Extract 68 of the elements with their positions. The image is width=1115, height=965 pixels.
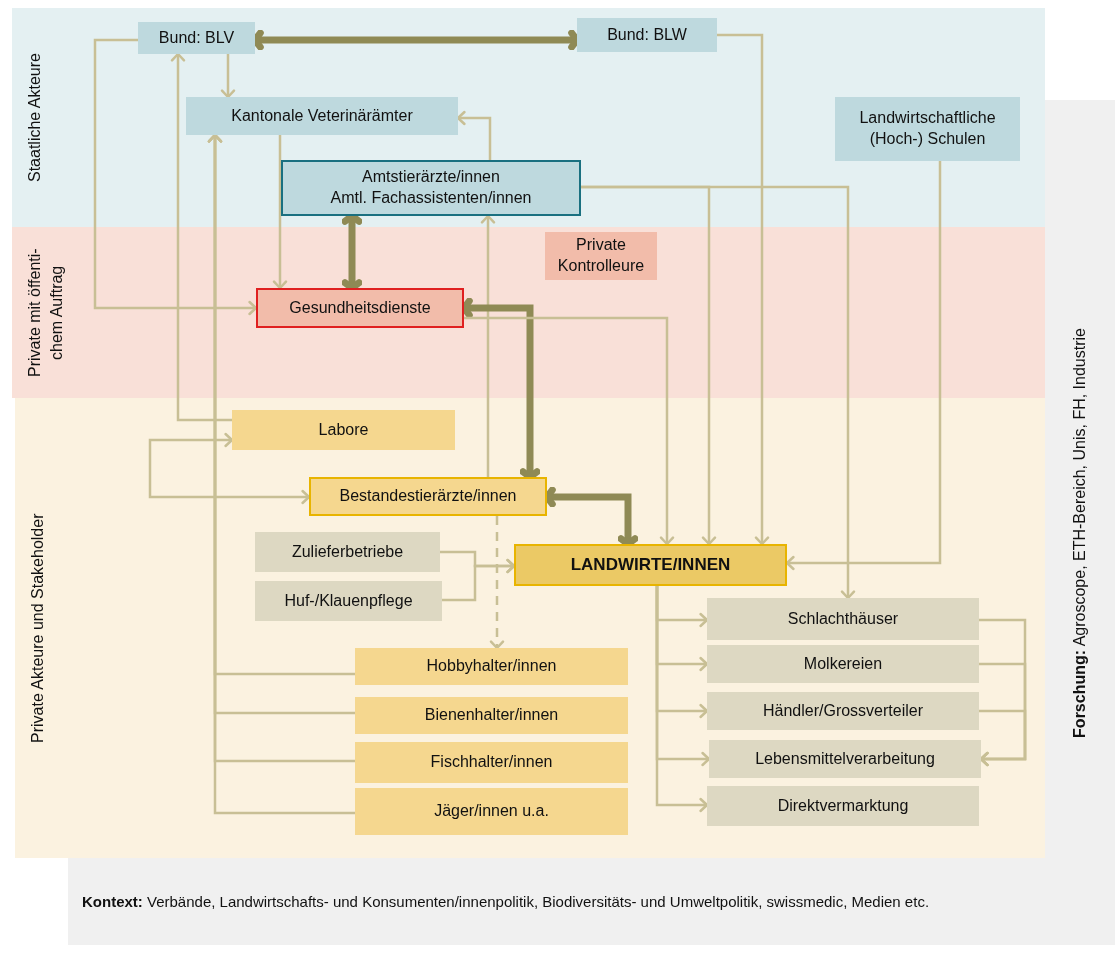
arrow [148,432,311,505]
lane-title: Staatliche Akteure [25,52,44,184]
actor-box [355,648,628,685]
actor-label: Gesundheitsdienste [289,297,431,318]
context-text: Kontext: Verbände, Landwirtschafts- und Konsumenten/innenpolitik, Biodiversitäts- und Umweltpolitik, swissmedic, Medien etc. [82,891,930,912]
actor-box [709,740,981,778]
context-panel [68,858,1115,945]
actor-label: Landwirtschaftliche (Hoch-) Schulen [858,108,997,149]
actor-label: Bund: BLW [607,24,687,45]
lane-title: Private Akteure und Stakeholder [28,512,47,745]
arrow [272,135,288,290]
swimlane [12,227,1045,398]
actor-box [835,97,1020,161]
actor-label: Lebensmittelverarbeitung [755,748,935,769]
actor-box [138,22,255,54]
actor-label: Amtstierärzte/innen [362,167,500,188]
arrow [979,709,1027,767]
actor-label: Fischhalter/innen [430,752,553,773]
actor-box [255,532,440,572]
arrow [785,161,942,571]
actor-label: Zulieferbetriebe [291,541,404,562]
actor-box [707,598,979,640]
actor-label: Labore [318,419,369,440]
actor-box [355,697,628,734]
actor-box [707,786,979,826]
arrow [717,33,770,546]
actor-label: Private Kontrolleure [556,235,646,276]
actor-label: Huf-/Klauenpflege [284,590,413,611]
arrow [220,54,236,99]
actor-label: Kantonale Veterinärämter [231,105,413,126]
actor-box [355,788,628,835]
arrow [93,38,258,316]
arrow [655,586,709,813]
actor-box [355,742,628,783]
actor-box [255,581,442,621]
actor-label: Schlachthäuser [787,608,899,629]
actor-label: Molkereien [803,653,883,674]
actor-label: Bienenhalter/innen [424,705,559,726]
swimlane [12,8,1045,227]
actor-label: Bund: BLV [158,27,235,48]
arrow [464,316,675,546]
actor-box [186,97,458,135]
arrow [442,558,516,602]
actor-label: Händler/Grossverteiler [762,700,924,721]
actor-label: Jäger/innen u.a. [434,801,549,822]
swimlane [15,398,1045,858]
arrow [480,214,496,477]
lane-title: Private mit öffenti- chem Auftrag [25,247,66,379]
arrow [581,185,856,600]
actor-label: LANDWIRTE/INNEN [570,553,731,576]
actor-box [256,288,464,328]
actor-label: Bestandestierärzte/innen [339,486,517,507]
actor-box [309,477,547,516]
actor-box [577,18,717,52]
actor-box [232,410,455,450]
actor-label: Hobbyhalter/innen [426,656,557,677]
actor-label: Amtl. Fachassistenten/innen [330,188,532,208]
main-actor-box [514,544,787,586]
side-panel [1045,100,1115,858]
arrow [170,52,232,422]
actor-box [707,692,979,730]
arrow [489,516,505,650]
actor-box [707,645,979,683]
actor-label: Direktvermarktung [777,795,909,816]
arrow [456,110,492,160]
panel-text: Forschung: Agroscope, ETH-Bereich, Unis, FH, Industrie [1071,328,1089,738]
actor-box [281,160,581,216]
actor-box [545,232,657,280]
